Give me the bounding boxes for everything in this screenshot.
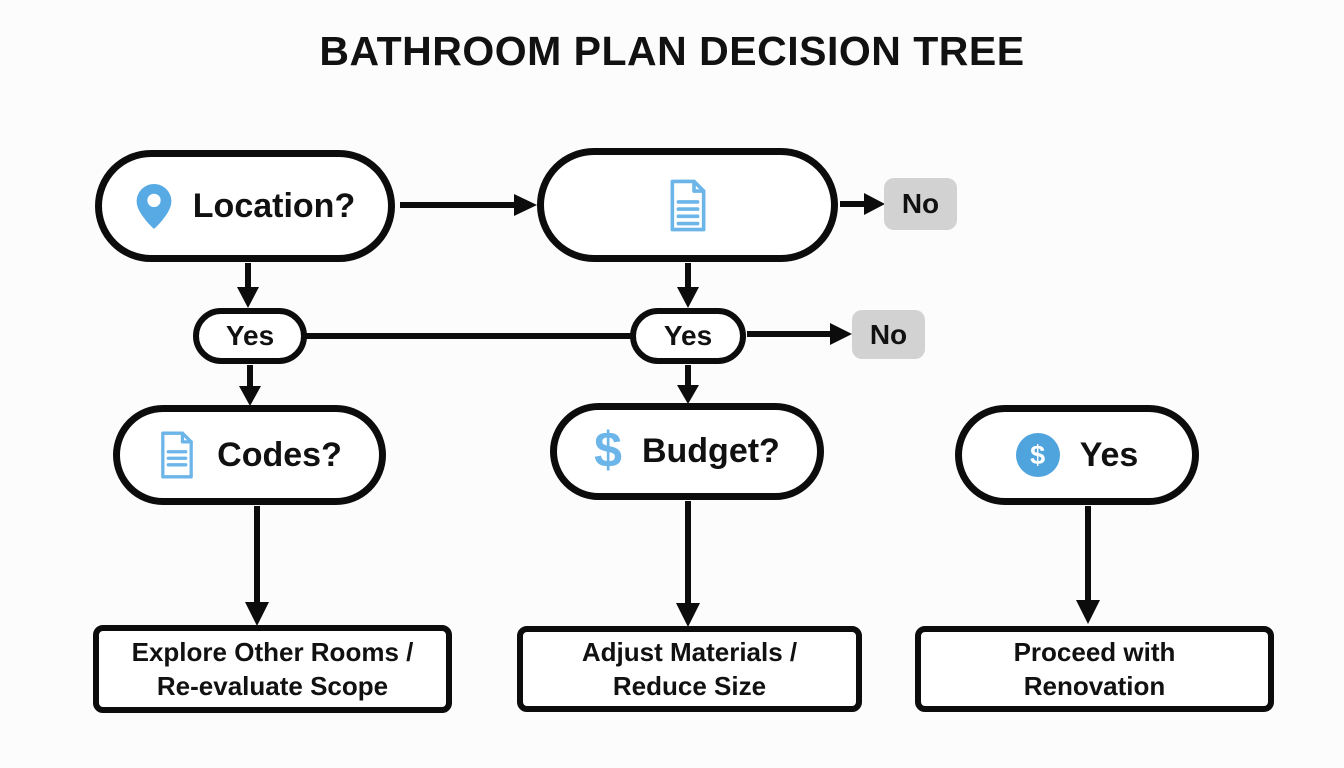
- connector-yes-to-no: [747, 323, 852, 345]
- connector-yesright-to-outcome: [1076, 506, 1100, 624]
- outcome-line: Proceed with: [1013, 636, 1176, 667]
- node-yes-right: $ Yes: [955, 405, 1199, 505]
- outcome-line: Re-evaluate Scope: [156, 671, 389, 701]
- connector-yes-to-budget: [677, 365, 699, 404]
- node-no-badge-mid: No: [852, 310, 925, 359]
- node-yes-left: Yes: [193, 308, 307, 364]
- connector-location-to-document: [400, 194, 537, 216]
- dollar-circle-icon: $: [1015, 433, 1060, 477]
- dollar-icon: $: [594, 421, 622, 478]
- outcome-line: Reduce Size: [612, 671, 767, 701]
- node-budget: $ Budget?: [550, 403, 824, 500]
- outcome-line: Renovation: [1023, 671, 1166, 701]
- connector-yes-to-codes: [239, 365, 261, 406]
- node-yes-right-label: Yes: [1079, 435, 1139, 474]
- node-outcome-explore: Explore Other Rooms / Re-evaluate Scope: [93, 625, 452, 713]
- connector-location-to-yes: [237, 263, 259, 308]
- node-codes-label: Codes?: [217, 435, 342, 474]
- node-location-label: Location?: [192, 186, 356, 225]
- node-document: [537, 148, 838, 262]
- node-no-badge-top: No: [884, 178, 957, 230]
- connector-codes-to-outcome: [245, 506, 269, 626]
- node-yes-mid: Yes: [630, 308, 746, 364]
- document-icon: [157, 431, 197, 479]
- node-codes: Codes?: [113, 405, 386, 505]
- outcome-line: Explore Other Rooms /: [131, 636, 414, 667]
- node-outcome-proceed: Proceed with Renovation: [915, 626, 1274, 712]
- connector-document-to-no: [840, 193, 885, 215]
- node-budget-label: Budget?: [641, 432, 780, 470]
- document-icon: [666, 179, 710, 232]
- node-outcome-adjust: Adjust Materials / Reduce Size: [517, 626, 862, 712]
- connector-document-to-yes: [677, 263, 699, 308]
- location-pin-icon: [135, 183, 173, 230]
- outcome-line: Adjust Materials /: [581, 636, 798, 667]
- connector-budget-to-outcome: [676, 501, 700, 627]
- page-title: BATHROOM PLAN DECISION TREE: [319, 28, 1025, 74]
- node-location: Location?: [95, 150, 395, 262]
